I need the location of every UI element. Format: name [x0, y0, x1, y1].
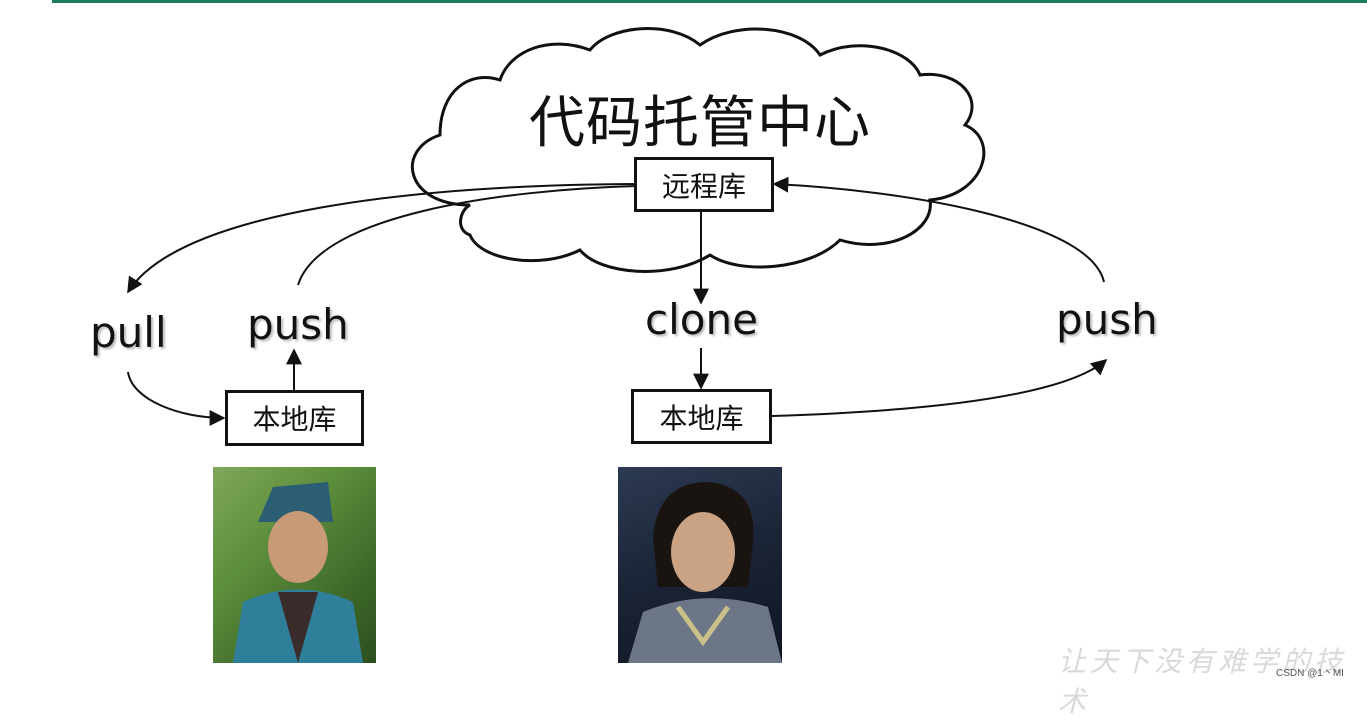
clone-label: clone — [645, 295, 758, 344]
pull-arrow-line — [127, 183, 637, 294]
pull-to-local-arrow-line — [127, 371, 226, 426]
watermark-text: 让天下没有难学的技术 — [1058, 645, 1347, 718]
push-left-arrow-line — [297, 185, 637, 286]
local-repo-left-box: 本地库 — [225, 390, 364, 446]
remote-repo-box: 远程库 — [634, 157, 774, 212]
pull-label: pull — [90, 308, 167, 357]
diagram-canvas — [127, 27, 1108, 426]
developer-photo-right — [618, 467, 782, 663]
push-right-arrow-line — [772, 176, 1105, 283]
cloud-title: 代码托管中心 — [529, 91, 871, 156]
credit-text: CSDN @1丶MI — [1276, 668, 1344, 679]
push-right-label: push — [1056, 295, 1158, 344]
push-left-label: push — [247, 300, 349, 349]
local-to-push-right-arrow-line — [771, 358, 1108, 417]
developer-photo-left — [213, 467, 376, 663]
top-accent-bar — [52, 0, 1367, 3]
local-repo-right-box: 本地库 — [631, 389, 772, 444]
cloud-shape — [410, 27, 986, 273]
